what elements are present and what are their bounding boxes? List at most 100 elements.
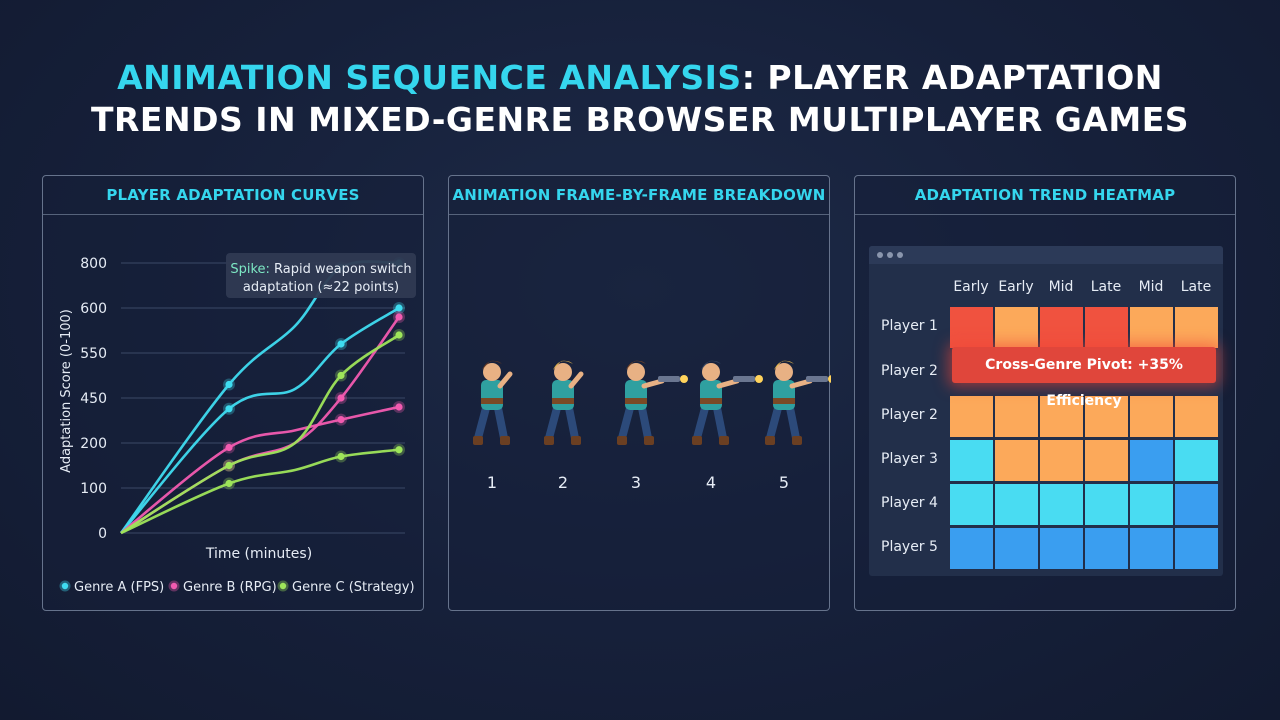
series-line: [120, 333, 400, 535]
frame-sprites: 1 2 3 4 5: [473, 360, 831, 492]
y-axis-label: Adaptation Score (0-100): [59, 309, 74, 473]
y-tick-label: 100: [80, 481, 107, 497]
title-accent: ANIMATION SEQUENCE ANALYSIS: [117, 58, 742, 97]
heatmap-cell[interactable]: [1085, 440, 1128, 481]
legend-label[interactable]: Genre B (RPG): [183, 580, 277, 595]
data-point[interactable]: [225, 380, 233, 389]
heatmap-cell[interactable]: [1175, 307, 1218, 348]
frame-number: 4: [706, 473, 716, 492]
heatmap-column-header: Early: [998, 279, 1034, 295]
data-point[interactable]: [337, 394, 345, 402]
heatmap-cell[interactable]: [1085, 396, 1128, 437]
data-point[interactable]: [337, 416, 345, 424]
page-title-line-1: ANIMATION SEQUENCE ANALYSIS: PLAYER ADAP…: [0, 58, 1280, 97]
heatmap-cell[interactable]: [995, 440, 1038, 481]
data-point[interactable]: [395, 331, 403, 339]
window-dot-icon[interactable]: [897, 252, 903, 258]
y-tick-label: 450: [80, 391, 107, 407]
heatmap-row-label: Player 4: [881, 495, 938, 511]
heatmap-cell[interactable]: [1085, 484, 1128, 525]
frame-number: 5: [779, 473, 789, 492]
series-line: [120, 448, 400, 535]
character-sprite: [473, 360, 513, 445]
heatmap-cell[interactable]: [995, 484, 1038, 525]
heatmap-cell[interactable]: [1130, 440, 1173, 481]
data-point[interactable]: [225, 443, 233, 452]
heatmap-row-label: Player 3: [881, 451, 938, 467]
series-line: [119, 260, 400, 534]
heatmap-cell[interactable]: [950, 307, 993, 348]
data-point[interactable]: [337, 371, 345, 380]
heatmap-column-header: Late: [1090, 279, 1122, 295]
heatmap-row-label: Player 2: [881, 363, 938, 379]
heatmap-cell[interactable]: [995, 307, 1038, 348]
legend-marker: [279, 582, 287, 590]
series-line: [120, 405, 400, 535]
heatmap-cell[interactable]: [950, 440, 993, 481]
heatmap-cell[interactable]: [1040, 528, 1083, 569]
heatmap-cell[interactable]: [995, 396, 1038, 437]
data-point[interactable]: [225, 405, 233, 413]
data-point[interactable]: [225, 461, 233, 470]
heatmap-cell[interactable]: [1130, 528, 1173, 569]
annotation-line-2: adaptation (≈22 points): [243, 280, 399, 295]
heatmap-cell[interactable]: [1040, 484, 1083, 525]
heatmap-cell[interactable]: [1130, 484, 1173, 525]
heatmap-column-header: Mid: [1138, 279, 1164, 295]
heatmap-cell[interactable]: [1040, 307, 1083, 348]
annotation-lead: Spike:: [230, 262, 270, 277]
legend-label[interactable]: Genre C (Strategy): [292, 580, 415, 595]
heatmap-row-label: Player 5: [881, 539, 938, 555]
data-point[interactable]: [337, 340, 345, 348]
heatmap-cell[interactable]: [1040, 440, 1083, 481]
heatmap-cell[interactable]: [1175, 440, 1218, 481]
data-point[interactable]: [337, 452, 345, 461]
heatmap-cell[interactable]: [950, 528, 993, 569]
x-axis-label: Time (minutes): [205, 546, 312, 562]
heatmap-row-label: Player 2: [881, 407, 938, 423]
character-sprite: [617, 360, 688, 445]
heatmap-column-header: Mid: [1048, 279, 1074, 295]
heatmap-cell[interactable]: [950, 484, 993, 525]
heatmap-cell[interactable]: [1085, 307, 1128, 348]
y-tick-label: 800: [80, 256, 107, 272]
character-sprite: [765, 360, 831, 445]
annotation-text: Rapid weapon switch: [270, 262, 412, 277]
y-tick-label: 0: [98, 526, 107, 542]
cross-genre-pivot-banner: Cross-Genre Pivot: +35% Efficiency: [952, 347, 1216, 409]
frame-number: 3: [631, 473, 641, 492]
heatmap-cell[interactable]: [1130, 396, 1173, 437]
window-dot-icon[interactable]: [877, 252, 883, 258]
heatmap-cell[interactable]: [1175, 484, 1218, 525]
data-point[interactable]: [395, 403, 403, 411]
y-tick-label: 600: [80, 301, 107, 317]
heatmap-column-header: Late: [1180, 279, 1212, 295]
heatmap-column-header: Early: [953, 279, 989, 295]
page-title-line-2: TRENDS IN MIXED-GENRE BROWSER MULTIPLAYE…: [90, 100, 1190, 139]
series-line: [120, 306, 400, 534]
heatmap-cell[interactable]: [1040, 396, 1083, 437]
data-point[interactable]: [225, 479, 233, 488]
data-point[interactable]: [395, 446, 403, 454]
heatmap-cell[interactable]: [995, 528, 1038, 569]
legend-marker: [170, 582, 178, 590]
window-dot-icon[interactable]: [887, 252, 893, 258]
heatmap-panel-header: ADAPTATION TREND HEATMAP: [855, 176, 1235, 215]
data-point[interactable]: [395, 304, 403, 312]
heatmap-cell[interactable]: [1175, 396, 1218, 437]
heatmap-cell[interactable]: [950, 396, 993, 437]
series-line: [120, 316, 401, 535]
heatmap-panel: ADAPTATION TREND HEATMAP Early Early Mid La…: [854, 175, 1236, 611]
legend-label[interactable]: Genre A (FPS): [74, 580, 164, 595]
heatmap-cell[interactable]: [1175, 528, 1218, 569]
heatmap-cell[interactable]: [1085, 528, 1128, 569]
curves-panel-header: PLAYER ADAPTATION CURVES: [43, 176, 423, 215]
data-point[interactable]: [395, 313, 403, 321]
window-title-bar: [869, 246, 1223, 264]
y-tick-label: 200: [80, 436, 107, 452]
frame-number: 1: [487, 473, 497, 492]
frame-number: 2: [558, 473, 568, 492]
heatmap-cell[interactable]: [1130, 307, 1173, 348]
